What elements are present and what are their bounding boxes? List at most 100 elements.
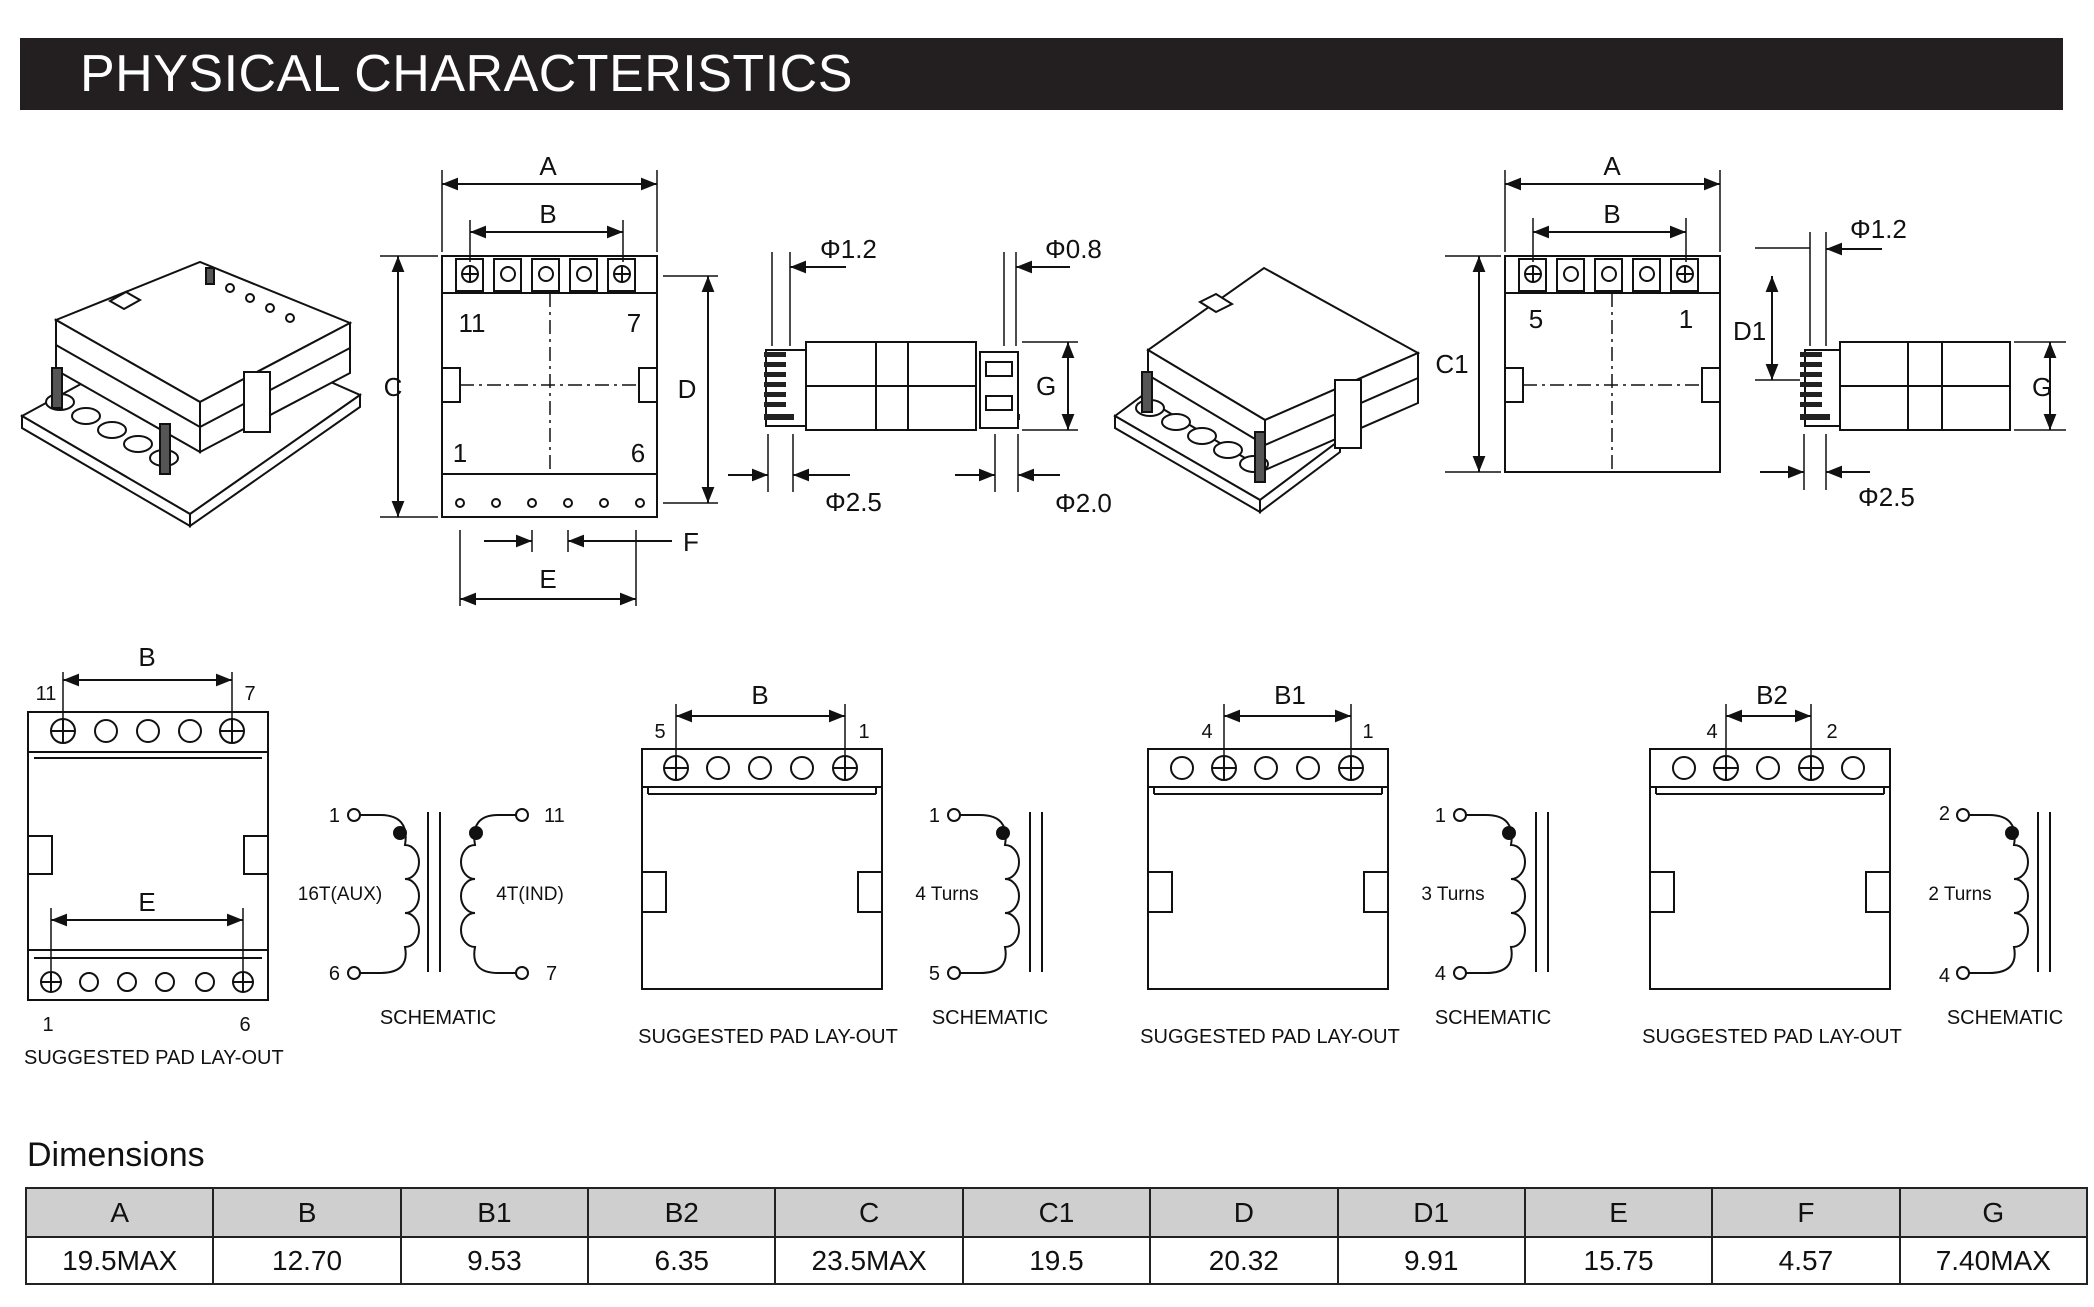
- column-header: D1: [1336, 1187, 1526, 1238]
- dim-label-a: A: [539, 151, 557, 181]
- pin-label-4: 4: [1201, 721, 1212, 743]
- schematic-caption: SCHEMATIC: [932, 1007, 1048, 1029]
- pad-layout-caption: SUGGESTED PAD LAY-OUT: [1642, 1026, 1902, 1048]
- dim-label-b: B: [1603, 199, 1620, 229]
- winding-label-aux: 16T(AUX): [298, 884, 382, 905]
- pin-diameter-label: Φ1.2: [820, 234, 877, 264]
- pad-layout-caption: SUGGESTED PAD LAY-OUT: [638, 1026, 898, 1048]
- table-cell: 19.5: [961, 1236, 1152, 1285]
- table-cell: 9.53: [399, 1236, 590, 1285]
- transformer-top-view-b: [1445, 170, 1721, 473]
- table-row: 19.5MAX 12.70 9.53 6.35 23.5MAX 19.5 20.…: [24, 1236, 2089, 1285]
- pad-layout-caption: SUGGESTED PAD LAY-OUT: [24, 1047, 284, 1069]
- dimensions-table: A B B1 B2 C C1 D D1 E F G 19.5MAX 12.70 …: [24, 1187, 2089, 1285]
- pin-label-5: 5: [1529, 304, 1543, 334]
- dim-label-d1: D1: [1733, 316, 1766, 346]
- table-cell: 19.5MAX: [24, 1236, 215, 1285]
- table-cell: 6.35: [587, 1236, 777, 1285]
- pad-diameter-label: Φ2.5: [1858, 482, 1915, 512]
- pin-label-7: 7: [244, 683, 255, 705]
- transformer-3d-view-a: [19, 260, 363, 528]
- pin-label-6: 6: [329, 963, 340, 985]
- schematic-caption: SCHEMATIC: [1435, 1007, 1551, 1029]
- pad-layout-2: [641, 704, 883, 990]
- column-header: B: [212, 1187, 402, 1238]
- dim-label-b: B: [539, 199, 556, 229]
- winding-label-ind: 4T(IND): [496, 884, 564, 905]
- table-cell: 4.57: [1711, 1236, 1901, 1285]
- pin-label-6: 6: [631, 438, 645, 468]
- column-header: C1: [961, 1187, 1152, 1238]
- section-title: PHYSICAL CHARACTERISTICS: [80, 45, 853, 103]
- pin-label-1: 1: [42, 1014, 53, 1036]
- pin-label-7: 7: [627, 308, 641, 338]
- pad-layout-caption: SUGGESTED PAD LAY-OUT: [1140, 1026, 1400, 1048]
- pin-label-1: 1: [858, 721, 869, 743]
- pad-layout-4: [1649, 704, 1891, 990]
- schematic-caption: SCHEMATIC: [380, 1007, 496, 1029]
- schematic-3: [1453, 808, 1549, 980]
- schematic-4: [1956, 808, 2051, 980]
- table-cell: 12.70: [212, 1236, 402, 1285]
- dim-label-f: F: [683, 527, 699, 557]
- dim-label-e: E: [138, 887, 155, 917]
- column-header: E: [1523, 1187, 1714, 1238]
- pin-label-4: 4: [1435, 963, 1446, 985]
- dimensions-title: Dimensions: [27, 1136, 205, 1174]
- pin-label-4: 4: [1706, 721, 1717, 743]
- pin-label-6: 6: [239, 1014, 250, 1036]
- pin-label-1: 1: [1435, 805, 1446, 827]
- pin-label-1: 1: [1679, 304, 1693, 334]
- table-cell: 7.40MAX: [1898, 1236, 2089, 1285]
- section-header-bar: PHYSICAL CHARACTERISTICS: [20, 38, 2063, 110]
- column-header: G: [1898, 1187, 2089, 1238]
- dim-label-d: D: [678, 374, 697, 404]
- column-header: B2: [587, 1187, 777, 1238]
- table-cell: 20.32: [1149, 1236, 1339, 1285]
- pin-label-1: 1: [329, 805, 340, 827]
- table-cell: 9.91: [1336, 1236, 1526, 1285]
- pin-label-5: 5: [929, 963, 940, 985]
- pin-label-11: 11: [36, 683, 57, 705]
- technical-drawing: A B C D E F G 11 7 1 6 Φ1.2 Φ0.8 Φ2.5 Φ2…: [19, 151, 2066, 1069]
- schematic-1: [347, 808, 529, 980]
- pad-diameter-label: Φ2.5: [825, 487, 882, 517]
- dim-label-a: A: [1603, 151, 1621, 181]
- dim-label-g: G: [1036, 371, 1056, 401]
- pin-diameter-label: Φ0.8: [1045, 234, 1102, 264]
- table-cell: 15.75: [1523, 1236, 1714, 1285]
- pin-label-2: 2: [1826, 721, 1837, 743]
- pin-label-1: 1: [453, 438, 467, 468]
- dim-label-c: C: [384, 372, 403, 402]
- column-header: C: [774, 1187, 964, 1238]
- table-header-row: A B B1 B2 C C1 D D1 E F G: [24, 1187, 2089, 1238]
- dim-label-b: B: [138, 642, 155, 672]
- transformer-top-view-a: [380, 170, 718, 606]
- table-cell: 23.5MAX: [774, 1236, 964, 1285]
- pin-label-11: 11: [544, 805, 565, 827]
- pin-label-4: 4: [1939, 965, 1950, 987]
- schematic-caption: SCHEMATIC: [1947, 1007, 2063, 1029]
- winding-label-turns: 4 Turns: [915, 884, 978, 905]
- pad-layout-3: [1147, 704, 1389, 990]
- pin-label-1: 1: [929, 805, 940, 827]
- pin-label-1: 1: [1362, 721, 1373, 743]
- transformer-side-view-a: [728, 252, 1078, 492]
- pin-diameter-label: Φ1.2: [1850, 214, 1907, 244]
- transformer-3d-view-b: [1113, 266, 1421, 514]
- dim-label-g: G: [2032, 372, 2052, 402]
- dim-label-b: B: [751, 680, 768, 710]
- pad-diameter-label: Φ2.0: [1055, 488, 1112, 518]
- winding-label-turns: 3 Turns: [1421, 884, 1484, 905]
- transformer-side-view-b: [1755, 232, 2066, 490]
- pin-label-2: 2: [1939, 803, 1950, 825]
- dim-label-b1: B1: [1274, 680, 1306, 710]
- winding-label-turns: 2 Turns: [1928, 884, 1991, 905]
- dim-label-c1: C1: [1435, 349, 1468, 379]
- column-header: D: [1149, 1187, 1339, 1238]
- pin-label-7: 7: [546, 963, 557, 985]
- pin-label-5: 5: [654, 721, 665, 743]
- column-header: A: [24, 1187, 215, 1238]
- pad-layout-1: [27, 672, 269, 1001]
- schematic-2: [947, 808, 1043, 980]
